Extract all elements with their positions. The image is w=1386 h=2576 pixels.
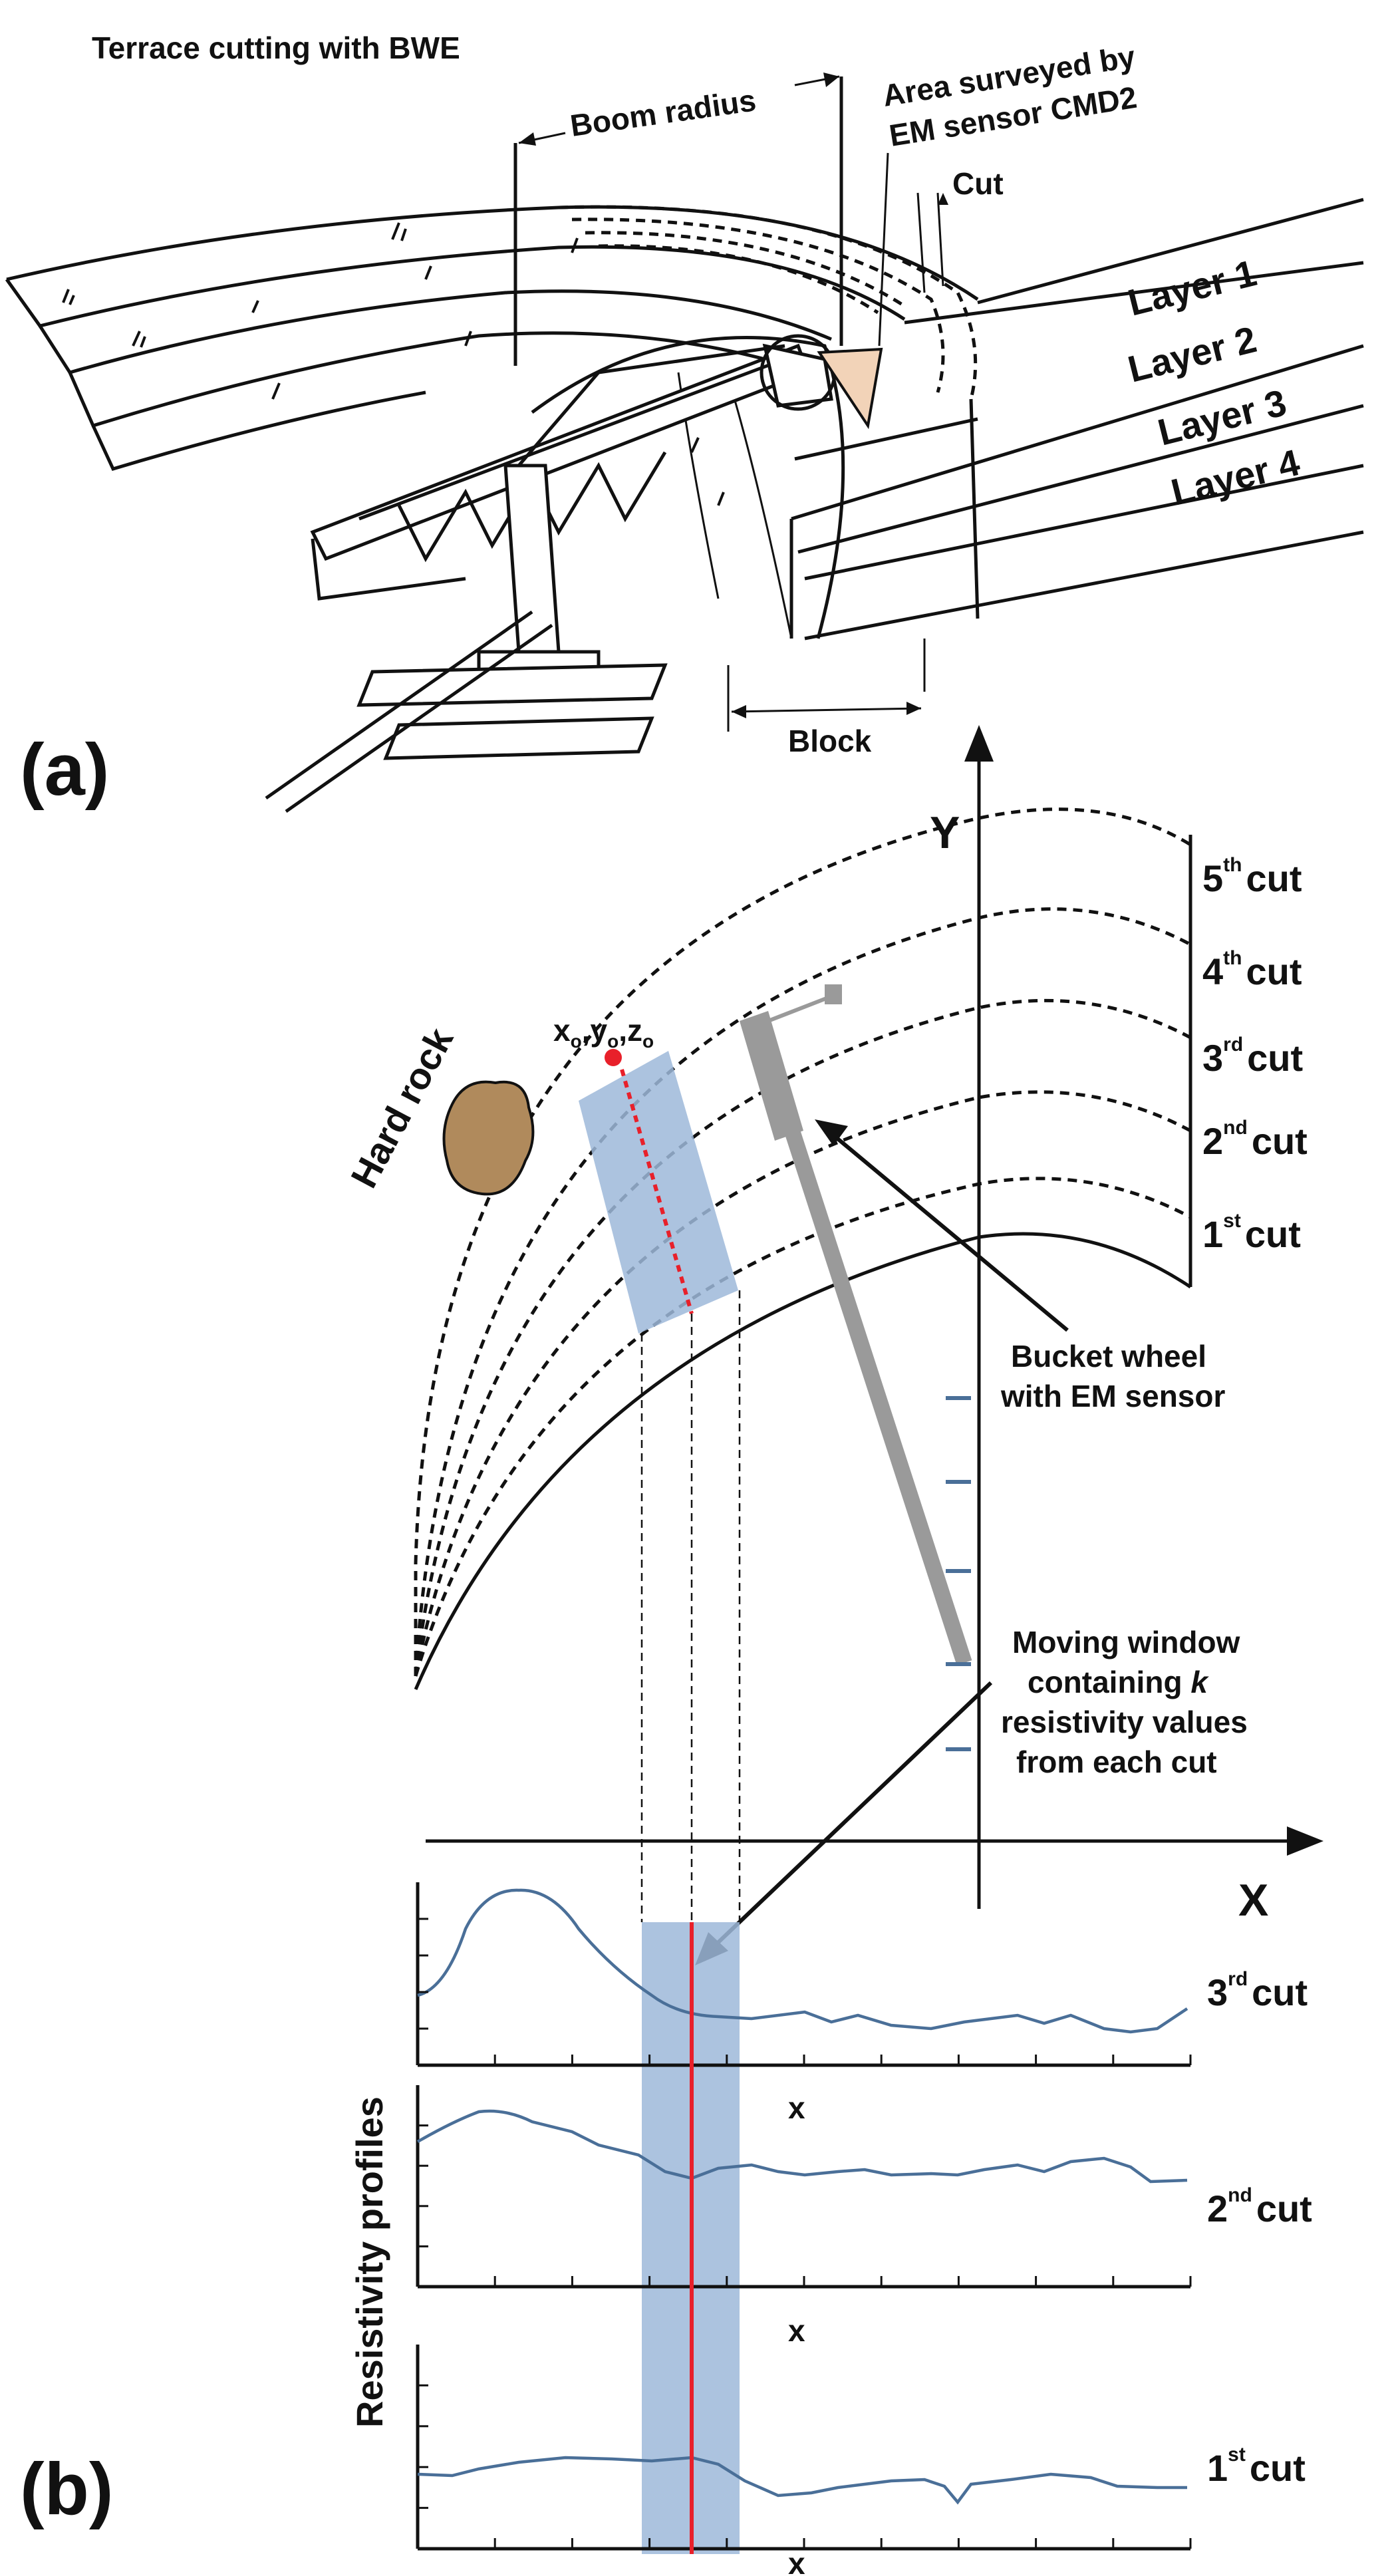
boom-radius-dimension: Boom radius — [513, 72, 843, 366]
profile-1-xlabel: x — [788, 2546, 805, 2576]
x-axis-arrow — [1287, 1826, 1323, 1856]
panel-b: Y X Hard rock xo,yo,zo — [20, 725, 1323, 2576]
hard-rock-shape — [442, 1080, 535, 1196]
profile-2-xlabel: x — [788, 2313, 805, 2348]
x-axis-label: X — [1238, 1875, 1268, 1926]
bwe-machine — [265, 334, 837, 813]
bucket-label-1: Bucket wheel — [1011, 1339, 1206, 1373]
profile-3-xlabel: x — [788, 2090, 805, 2125]
window-label-2: containing k — [1028, 1665, 1209, 1699]
band-texture — [62, 222, 725, 506]
cut-pointer: Cut — [916, 166, 1004, 293]
area-surveyed-leader — [878, 152, 889, 347]
window-label-4: from each cut — [1016, 1745, 1217, 1779]
block-label: Block — [788, 724, 872, 758]
bucket-wheel — [740, 984, 972, 1665]
layer-2-label: Layer 2 — [1124, 318, 1261, 390]
panel-a-label: (a) — [20, 729, 109, 811]
bucket-pointer-head — [815, 1119, 848, 1146]
point-marker — [605, 1049, 622, 1066]
window-label-1: Moving window — [1012, 1625, 1240, 1659]
surveyed-area-marker — [817, 347, 883, 430]
window-band-arc — [579, 1051, 738, 1334]
panel-a: Terrace cutting with BWE — [5, 31, 1364, 813]
y-axis-arrow — [964, 725, 994, 762]
y-axis-label: Y — [930, 807, 960, 858]
bucket-pointer — [827, 1129, 1069, 1332]
window-label-3: resistivity values — [1001, 1705, 1248, 1739]
profiles-ylabel: Resistivity profiles — [348, 2096, 390, 2428]
panel-b-label: (b) — [20, 2448, 113, 2530]
hard-rock-label: Hard rock — [343, 1020, 462, 1194]
block-dimension: Block — [727, 639, 926, 758]
panel-a-title: Terrace cutting with BWE — [92, 31, 460, 65]
layer-1-label: Layer 1 — [1124, 251, 1261, 324]
cut-arcs — [414, 807, 1192, 1690]
red-dotted-line — [620, 1069, 694, 1314]
cut-label: Cut — [952, 166, 1004, 201]
window-pointer — [713, 1681, 993, 1947]
point-label: xo,yo,zo — [553, 1013, 654, 1052]
bucket-label-2: with EM sensor — [1000, 1379, 1225, 1413]
terrace-bands — [5, 205, 979, 472]
boom-radius-label: Boom radius — [568, 82, 758, 143]
y-axis-ticks — [946, 1396, 971, 1751]
